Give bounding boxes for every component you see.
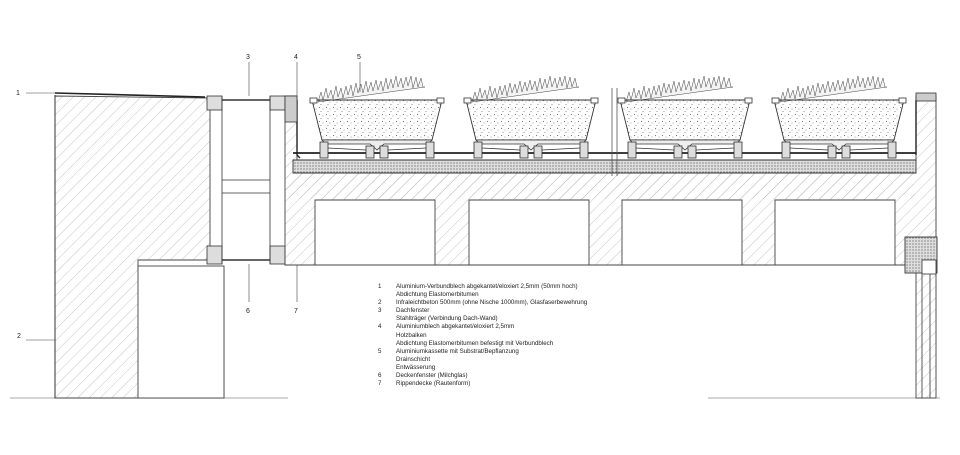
callout-3: 3 [246,54,250,61]
legend-text: Aluminium-Verbundblech abgekantet/eloxie… [396,283,678,299]
legend-number: 3 [378,307,382,315]
legend-row: 5 Aluminiumkassette mit Substrat/Bepflanz… [378,348,678,372]
legend-line: Dachfenster [396,307,430,315]
legend-number: 4 [378,323,382,331]
legend-number: 5 [378,347,382,355]
legend-number: 1 [378,283,382,290]
callout-6: 6 [246,308,250,315]
legend-row: 7 Rippendecke (Rautenform) [378,380,678,388]
callout-7: 7 [294,308,298,315]
legend-line: Aluminiumkassette mit Substrat/Bepflanzu… [396,347,519,355]
legend-text: Aluminiumkassette mit Substrat/Bepflanzu… [396,348,678,372]
legend-line: Infraleichtbeton 500mm (ohne Nische 1000… [396,299,588,307]
callout-leaders [26,62,361,341]
callout-2: 2 [17,333,21,340]
legend-row: 6 Deckenfenster (Milchglas) [378,372,678,380]
legend-line: Stahlträger (Verbindung Dach-Wand) [396,315,498,323]
legend-row: 1 Aluminium-Verbundblech abgekantet/eloxi… [378,283,678,299]
legend-text: Deckenfenster (Milchglas) [396,372,678,380]
callout-1: 1 [16,90,20,97]
legend-text: Aluminiumblech abgekantet/eloxiert 2,5mm… [396,323,678,347]
legend-line: Aluminiumblech abgekantet/eloxiert 2,5mm [396,323,515,331]
planter-box [617,75,753,159]
planter-box [463,75,599,159]
callout-4: 4 [294,54,298,61]
legend-text: Rippendecke (Rautenform) [396,380,678,388]
left-wall-section [54,92,225,399]
roof-window-frame [206,95,286,265]
legend-line: Abdichtung Elastomerbitumen [396,291,479,299]
legend-number: 2 [378,299,382,307]
legend: 1 Aluminium-Verbundblech abgekantet/eloxi… [378,283,678,388]
right-wall-window-detail [904,236,938,398]
legend-line: Entwässerung [396,363,436,371]
legend-line: Deckenfenster (Milchglas) [396,372,468,380]
legend-line: Aluminium-Verbundblech abgekantet/eloxie… [396,283,578,290]
legend-line: Drainschicht [396,355,431,363]
legend-number: 7 [378,380,382,388]
legend-line: Holzbalken [396,331,427,339]
legend-row: 4 Aluminiumblech abgekantet/eloxiert 2,5m… [378,323,678,347]
rib-ceiling-slab [284,88,937,399]
callout-5: 5 [357,54,361,61]
legend-text: Infraleichtbeton 500mm (ohne Nische 1000… [396,299,678,307]
legend-number: 6 [378,372,382,380]
legend-line: Rippendecke (Rautenform) [396,380,471,388]
legend-row: 2 Infraleichtbeton 500mm (ohne Nische 100… [378,299,678,307]
planter-box [771,75,907,159]
planter-box [309,75,445,159]
legend-line: Abdichtung Elastomerbitumen befestigt mi… [396,339,554,347]
